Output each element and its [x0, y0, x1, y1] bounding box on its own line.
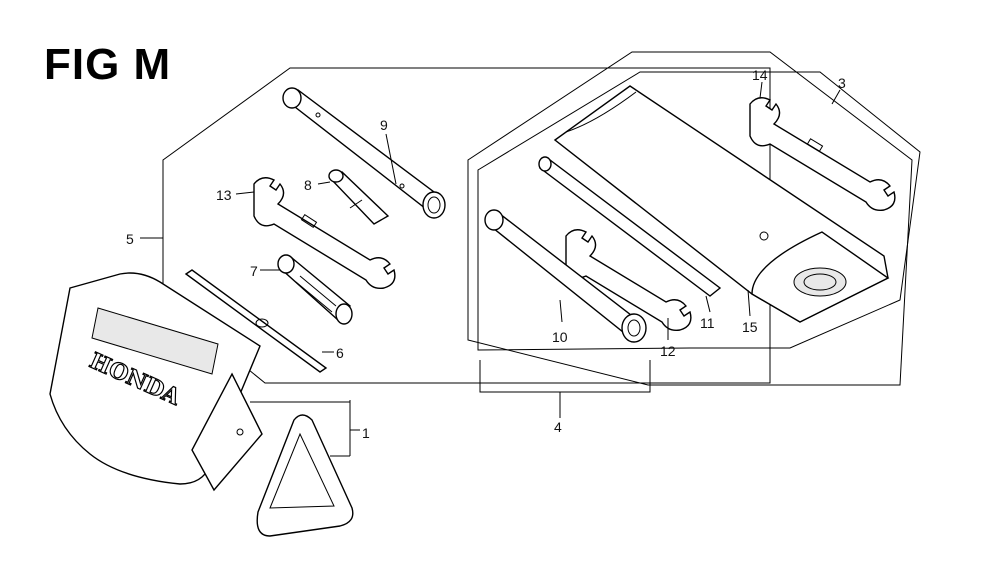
open-wrench-part-13: [253, 177, 396, 290]
callout-14: 14: [752, 67, 768, 83]
callout-12: 12: [660, 343, 676, 359]
callout-3: 3: [838, 75, 846, 91]
callout-6: 6: [336, 345, 344, 361]
handle-rod-part-6: [184, 269, 328, 373]
group-outline-inner: [477, 71, 921, 351]
callout-15: 15: [742, 319, 758, 335]
group-outline-3: [467, 51, 913, 386]
callout-1: 1: [362, 425, 370, 441]
callout-13: 13: [216, 187, 232, 203]
figure-title: FIG M: [44, 40, 172, 89]
callout-4: 4: [554, 419, 562, 435]
callout-5: 5: [126, 231, 134, 247]
callout-9: 9: [380, 117, 388, 133]
screwdriver-handle-part-7: [277, 254, 353, 325]
open-wrench-part-14: [749, 97, 896, 212]
rod-part-11: [538, 156, 722, 297]
open-wrench-part-12: [565, 229, 692, 332]
group-outline-5: [162, 67, 771, 384]
tool-pouch-part-15: [553, 85, 890, 323]
callout-11: 11: [700, 315, 715, 331]
tool-case-part-1: HONDA: [49, 272, 354, 537]
callout-8: 8: [304, 177, 312, 193]
callout-10: 10: [552, 329, 568, 345]
screwdriver-bit-part-8: [328, 169, 390, 225]
bracket-4: [479, 360, 651, 393]
box-wrench-part-10: [484, 209, 647, 343]
box-wrench-part-9: [282, 87, 446, 219]
callout-7: 7: [250, 263, 258, 279]
